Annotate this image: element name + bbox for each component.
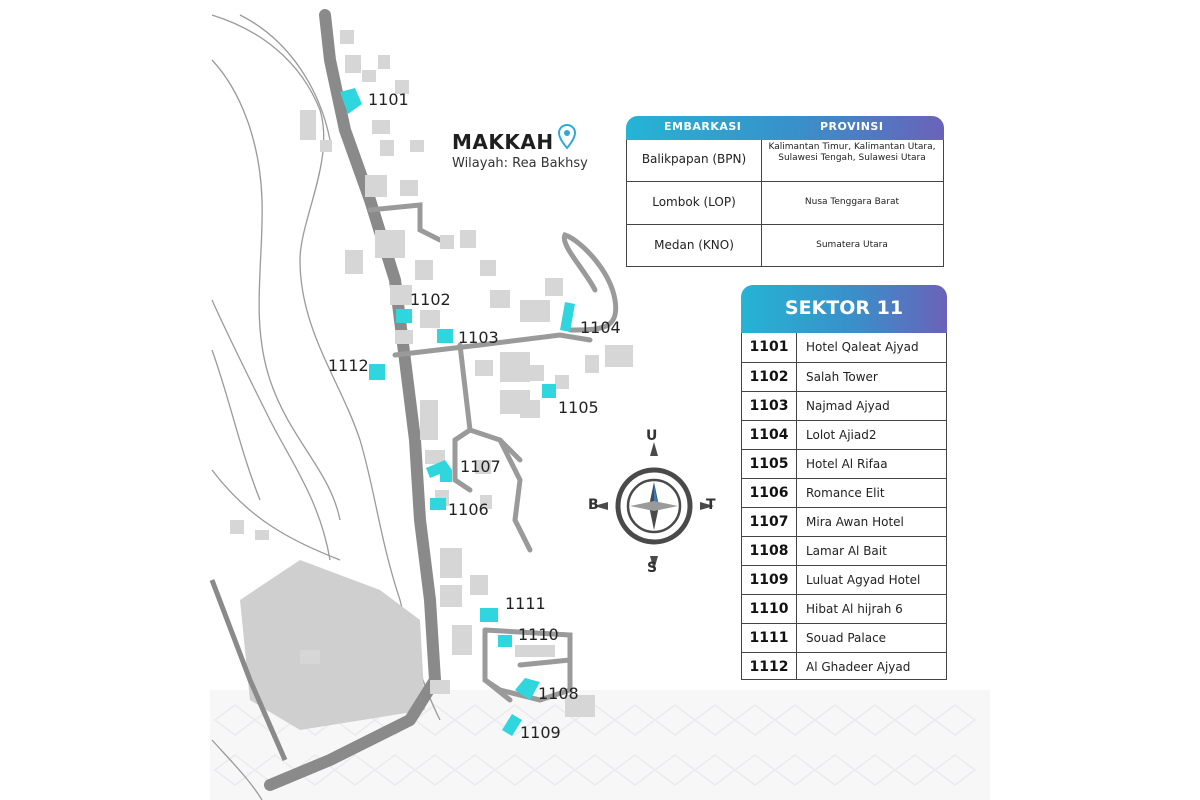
compass-east: T (706, 497, 716, 513)
embarkasi-cell: Medan (KNO) (654, 238, 734, 252)
marker-label-1103: 1103 (458, 328, 499, 347)
marker-label-1106: 1106 (448, 500, 489, 519)
table-row[interactable]: 1106 Romance Elit (742, 478, 946, 508)
side-roads (367, 202, 619, 703)
compass-rose-icon (594, 442, 714, 570)
hotel-code: 1105 (749, 456, 789, 472)
marker-label-1109: 1109 (520, 723, 561, 742)
left-road (209, 579, 288, 762)
hotel-code: 1107 (749, 514, 789, 530)
marker-1112[interactable] (369, 364, 385, 380)
map-subtitle: Wilayah: Rea Bakhsy (452, 156, 588, 171)
compass-south: S (647, 560, 658, 576)
buildings (230, 30, 633, 717)
marker-label-1101: 1101 (368, 90, 409, 109)
hotel-name: Hotel Qaleat Ajyad (806, 340, 919, 354)
table-divider (796, 333, 797, 679)
hotel-code: 1103 (749, 398, 789, 414)
embarkasi-table: EMBARKASI PROVINSI Balikpapan (BPN) Kali… (626, 116, 944, 267)
compass-north: U (646, 428, 658, 444)
hotel-code: 1102 (749, 369, 789, 385)
map-title: MAKKAH (452, 130, 554, 154)
hotel-code: 1110 (749, 601, 789, 617)
table-row[interactable]: 1108 Lamar Al Bait (742, 536, 946, 566)
hotel-name: Romance Elit (806, 486, 885, 500)
table-row[interactable]: 1101 Hotel Qaleat Ajyad (742, 333, 946, 362)
sektor-table: SEKTOR 11 1101 Hotel Qaleat Ajyad 1102 Sal… (741, 285, 947, 681)
embarkasi-body: Balikpapan (BPN) Kalimantan Timur, Kalim… (626, 140, 944, 267)
table-divider (761, 140, 762, 266)
main-road (264, 9, 441, 791)
marker-1106[interactable] (430, 498, 446, 510)
hotel-name: Salah Tower (806, 370, 878, 384)
hotel-code: 1111 (749, 630, 789, 646)
terrain-contours (211, 14, 441, 800)
large-open-area (240, 560, 425, 730)
embarkasi-header-col2: PROVINSI (820, 120, 884, 133)
hotel-name: Souad Palace (806, 631, 887, 645)
hotel-name: Mira Awan Hotel (806, 515, 904, 529)
table-row[interactable]: 1103 Najmad Ajyad (742, 391, 946, 421)
table-row[interactable]: 1104 Lolot Ajiad2 (742, 420, 946, 450)
marker-1111[interactable] (480, 608, 498, 622)
hotel-markers (340, 88, 575, 736)
hotel-name: Hibat Al hijrah 6 (806, 602, 903, 616)
embarkasi-cell: Balikpapan (BPN) (641, 152, 747, 166)
compass: U S B T (588, 428, 716, 576)
table-row[interactable]: 1110 Hibat Al hijrah 6 (742, 594, 946, 624)
hotel-code: 1106 (749, 485, 789, 501)
embarkasi-cell: Lombok (LOP) (652, 195, 736, 209)
table-row[interactable]: 1111 Souad Palace (742, 623, 946, 653)
marker-1107[interactable] (426, 460, 452, 482)
hotel-code: 1104 (749, 427, 789, 443)
marker-label-1102: 1102 (410, 290, 451, 309)
marker-label-1105: 1105 (558, 398, 599, 417)
embarkasi-header-col1: EMBARKASI (664, 120, 742, 133)
table-row: Balikpapan (BPN) Kalimantan Timur, Kalim… (627, 139, 943, 181)
table-row: Lombok (LOP) Nusa Tenggara Barat (627, 181, 943, 224)
marker-label-1112: 1112 (328, 356, 369, 375)
hotel-code: 1101 (749, 339, 789, 355)
marker-1102[interactable] (396, 309, 412, 323)
embarkasi-header: EMBARKASI PROVINSI (626, 116, 944, 140)
marker-1109[interactable] (502, 714, 522, 736)
hotel-name: Najmad Ajyad (806, 399, 890, 413)
marker-1103[interactable] (437, 329, 453, 343)
provinsi-cell: Nusa Tenggara Barat (804, 197, 900, 207)
hotel-name: Lamar Al Bait (806, 544, 887, 558)
provinsi-cell: Kalimantan Timur, Kalimantan Utara, Sula… (768, 142, 936, 163)
compass-west: B (588, 497, 599, 513)
marker-1110[interactable] (498, 635, 512, 647)
hotel-code: 1112 (749, 659, 789, 675)
table-row[interactable]: 1105 Hotel Al Rifaa (742, 449, 946, 479)
hotel-name: Lolot Ajiad2 (806, 428, 877, 442)
location-pin-icon (558, 124, 576, 150)
sektor-title: SEKTOR 11 (784, 297, 904, 319)
hotel-name: Al Ghadeer Ajyad (806, 660, 911, 674)
hotel-code: 1108 (749, 543, 789, 559)
table-row[interactable]: 1107 Mira Awan Hotel (742, 507, 946, 537)
hotel-name: Luluat Agyad Hotel (806, 573, 921, 587)
marker-1108[interactable] (515, 678, 540, 700)
table-row: Medan (KNO) Sumatera Utara (627, 224, 943, 267)
sektor-body: 1101 Hotel Qaleat Ajyad 1102 Salah Tower 1… (741, 333, 947, 680)
marker-label-1107: 1107 (460, 457, 501, 476)
hotel-code: 1109 (749, 572, 789, 588)
provinsi-cell: Sumatera Utara (816, 240, 888, 250)
table-row[interactable]: 1109 Luluat Agyad Hotel (742, 565, 946, 595)
marker-label-1110: 1110 (518, 625, 559, 644)
hotel-name: Hotel Al Rifaa (806, 457, 888, 471)
sektor-header: SEKTOR 11 (741, 285, 947, 333)
marker-label-1104: 1104 (580, 318, 621, 337)
table-row[interactable]: 1102 Salah Tower (742, 362, 946, 392)
marker-label-1108: 1108 (538, 684, 579, 703)
marker-1105[interactable] (542, 384, 556, 398)
marker-1104[interactable] (560, 302, 575, 332)
table-row[interactable]: 1112 Al Ghadeer Ajyad (742, 652, 946, 682)
marker-label-1111: 1111 (505, 594, 546, 613)
marker-1101[interactable] (340, 88, 362, 114)
